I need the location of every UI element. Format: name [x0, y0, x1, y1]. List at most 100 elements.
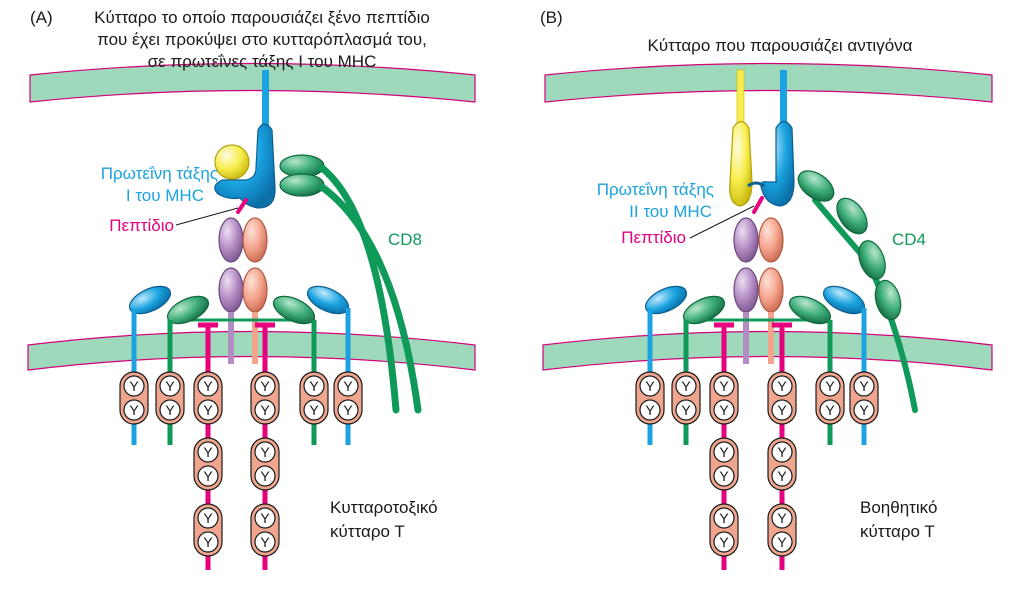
itam-y-glyph: Y	[260, 402, 270, 418]
itam-motif	[254, 375, 276, 397]
itam-capsule: YY	[635, 371, 665, 425]
panel-a-title-line3: σε πρωτεΐνες τάξης Ι του MHC	[147, 52, 377, 71]
itam-y-glyph: Y	[645, 378, 655, 394]
cd8	[279, 154, 422, 414]
itam-motif	[675, 399, 697, 421]
mhc-ii-beta-chain	[760, 120, 795, 207]
itam-motif	[819, 375, 841, 397]
itam-motif	[713, 399, 735, 421]
peptide-a	[236, 198, 248, 214]
itam-y-glyph: Y	[129, 378, 139, 394]
itam-y-glyph: Y	[681, 402, 691, 418]
itam-y-glyph: Y	[260, 534, 270, 550]
itam-motif	[159, 399, 181, 421]
itam-y-glyph: Y	[203, 378, 213, 394]
itam-motif	[337, 375, 359, 397]
itam-motif	[713, 531, 735, 553]
itam-motif	[197, 375, 219, 397]
itam-motif	[675, 375, 697, 397]
apc-membrane-a	[29, 62, 476, 103]
itam-y-glyph: Y	[777, 402, 787, 418]
helper-label-line2: κύτταρο Τ	[860, 522, 935, 541]
itam-capsule: YY	[193, 437, 223, 491]
itam-motif	[771, 441, 793, 463]
itam-y-glyph: Y	[719, 468, 729, 484]
itam-capsule: YY	[250, 371, 280, 425]
itam-capsule: YY	[193, 503, 223, 557]
itam-motif	[639, 375, 661, 397]
itam-motif	[853, 399, 875, 421]
itam-motif	[197, 399, 219, 421]
itam-y-glyph: Y	[203, 468, 213, 484]
itam-capsule: YY	[250, 503, 280, 557]
mhc-ii-beta-stem	[780, 70, 787, 125]
itam-y-glyph: Y	[777, 378, 787, 394]
mhc-ii-alpha-chain	[729, 120, 753, 207]
itam-motif	[254, 531, 276, 553]
cd4	[797, 170, 918, 413]
itam-motif	[713, 441, 735, 463]
itam-y-glyph: Y	[203, 444, 213, 460]
itam-capsule: YY	[849, 371, 879, 425]
itam-motif	[771, 375, 793, 397]
peptide-b	[752, 196, 764, 214]
peptide-label-b: Πεπτίδιο	[621, 228, 686, 247]
cd3-domain	[128, 285, 172, 315]
beta2-microglobulin	[214, 144, 250, 180]
itam-y-glyph: Y	[343, 378, 353, 394]
itam-motif	[254, 465, 276, 487]
itam-y-glyph: Y	[777, 468, 787, 484]
itam-y-glyph: Y	[309, 378, 319, 394]
itam-y-glyph: Y	[777, 510, 787, 526]
itam-y-glyph: Y	[309, 402, 319, 418]
mhc-ii-alpha-stem	[736, 69, 745, 126]
itam-capsule: YY	[155, 371, 185, 425]
itam-motif	[197, 531, 219, 553]
itam-capsule: YY	[709, 371, 739, 425]
cytotoxic-label-line1: Κυτταροτοξικό	[330, 498, 438, 517]
itam-motif	[197, 465, 219, 487]
itam-y-glyph: Y	[719, 402, 729, 418]
itam-y-glyph: Y	[719, 534, 729, 550]
itam-y-glyph: Y	[825, 402, 835, 418]
tcell-membrane-a	[27, 330, 476, 371]
helper-label-line1: Βοηθητικό	[860, 498, 938, 517]
tcell-membrane-b	[542, 330, 993, 371]
cd4-label: CD4	[892, 230, 927, 249]
panel-a-title-line1: Κύτταρο το οποίο παρουσιάζει ξένο πεπτίδ…	[94, 8, 430, 27]
peptide-label-a: Πεπτίδιο	[109, 216, 174, 235]
itam-motif	[159, 375, 181, 397]
apc-membrane-b	[544, 62, 993, 103]
itam-y-glyph: Y	[343, 402, 353, 418]
itam-y-glyph: Y	[859, 378, 869, 394]
itam-capsule: YY	[299, 371, 329, 425]
cd3-domain	[788, 295, 832, 325]
itam-motif	[771, 507, 793, 529]
itam-capsule: YY	[767, 371, 797, 425]
itam-motif	[197, 507, 219, 529]
mhc-ii-label-line2: ΙΙ του MHC	[629, 202, 712, 221]
itam-capsule: YY	[193, 371, 223, 425]
itam-motif	[197, 441, 219, 463]
itam-motif	[254, 399, 276, 421]
itam-y-glyph: Y	[825, 378, 835, 394]
itam-y-glyph: Y	[719, 510, 729, 526]
itam-motif	[254, 441, 276, 463]
panel-a-letter: (A)	[30, 8, 53, 27]
panel-b-title: Κύτταρο που παρουσιάζει αντιγόνα	[647, 36, 913, 55]
itam-capsule: YY	[671, 371, 701, 425]
tcr-b	[733, 217, 784, 364]
peptide-pointer-a	[175, 207, 239, 226]
itam-motif	[771, 465, 793, 487]
itam-motif	[639, 399, 661, 421]
itam-capsule: YY	[709, 437, 739, 491]
mhc-i-stem	[262, 70, 269, 130]
itam-y-glyph: Y	[260, 444, 270, 460]
itam-y-glyph: Y	[719, 378, 729, 394]
itam-motif	[771, 399, 793, 421]
cd3-domain	[682, 295, 726, 325]
